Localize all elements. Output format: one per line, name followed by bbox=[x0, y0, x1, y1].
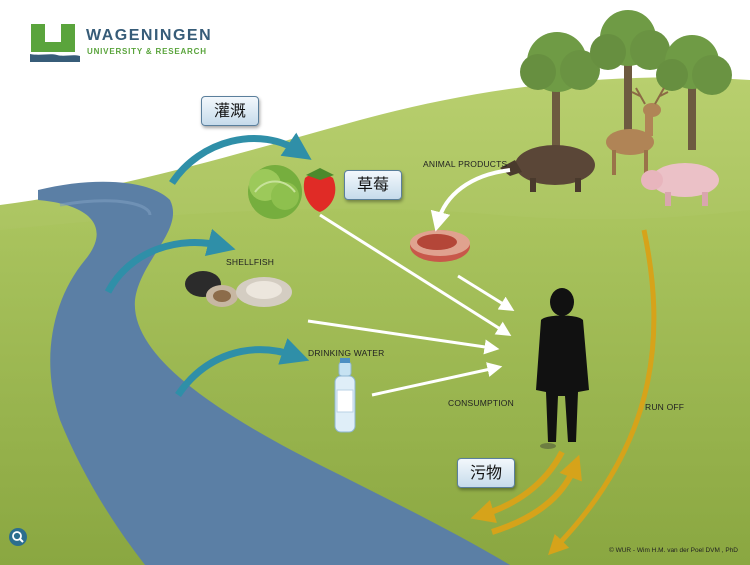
strawberry-icon bbox=[303, 168, 336, 212]
river-highlight bbox=[59, 199, 152, 216]
tree-icon bbox=[590, 10, 670, 140]
pollutant-arrow-back bbox=[491, 454, 582, 535]
consumption-label: CONSUMPTION bbox=[448, 398, 514, 408]
meat-icon bbox=[410, 230, 470, 262]
animal-products-arrow bbox=[430, 168, 511, 232]
irrigation-arrow bbox=[169, 132, 312, 185]
zoom-icon[interactable] bbox=[9, 528, 27, 546]
logo-mark-icon bbox=[30, 24, 80, 62]
animal-products-label: ANIMAL PRODUCTS bbox=[423, 159, 508, 169]
drinking-water-label: DRINKING WATER bbox=[308, 348, 384, 358]
consumption-arrow-shellfish bbox=[307, 319, 500, 355]
pig-icon bbox=[641, 163, 719, 206]
tree-icon bbox=[656, 35, 732, 150]
run-off-label: RUN OFF bbox=[645, 402, 684, 412]
strawberry-callout: 草莓 bbox=[344, 170, 403, 200]
water-bottle-icon bbox=[334, 358, 356, 433]
logo-subtitle: UNIVERSITY & RESEARCH bbox=[87, 47, 207, 56]
irrigation-callout: 灌溉 bbox=[201, 96, 260, 126]
deer-icon bbox=[606, 87, 669, 175]
river bbox=[38, 181, 510, 565]
person-silhouette-icon bbox=[536, 288, 589, 449]
pollutant-arrow-out bbox=[470, 450, 565, 523]
logo-title: WAGENINGEN bbox=[86, 27, 213, 44]
run-off-arrow bbox=[548, 229, 657, 556]
shellfish-arrow bbox=[104, 228, 236, 294]
lettuce-icon bbox=[248, 165, 302, 219]
pollutant-callout: 污物 bbox=[457, 458, 516, 488]
copyright-notice: © WUR - Wim H.M. van der Poel DVM , PhD bbox=[608, 547, 738, 554]
tree-icon bbox=[520, 32, 600, 150]
drinking-water-arrow bbox=[175, 338, 310, 397]
shellfish-icon bbox=[185, 271, 292, 307]
shellfish-label: SHELLFISH bbox=[226, 257, 274, 267]
consumption-arrow-produce bbox=[319, 213, 512, 337]
wageningen-logo: WAGENINGEN UNIVERSITY & RESEARCH bbox=[30, 22, 240, 68]
consumption-arrow-water bbox=[371, 362, 503, 397]
consumption-arrow-meat bbox=[457, 274, 515, 311]
